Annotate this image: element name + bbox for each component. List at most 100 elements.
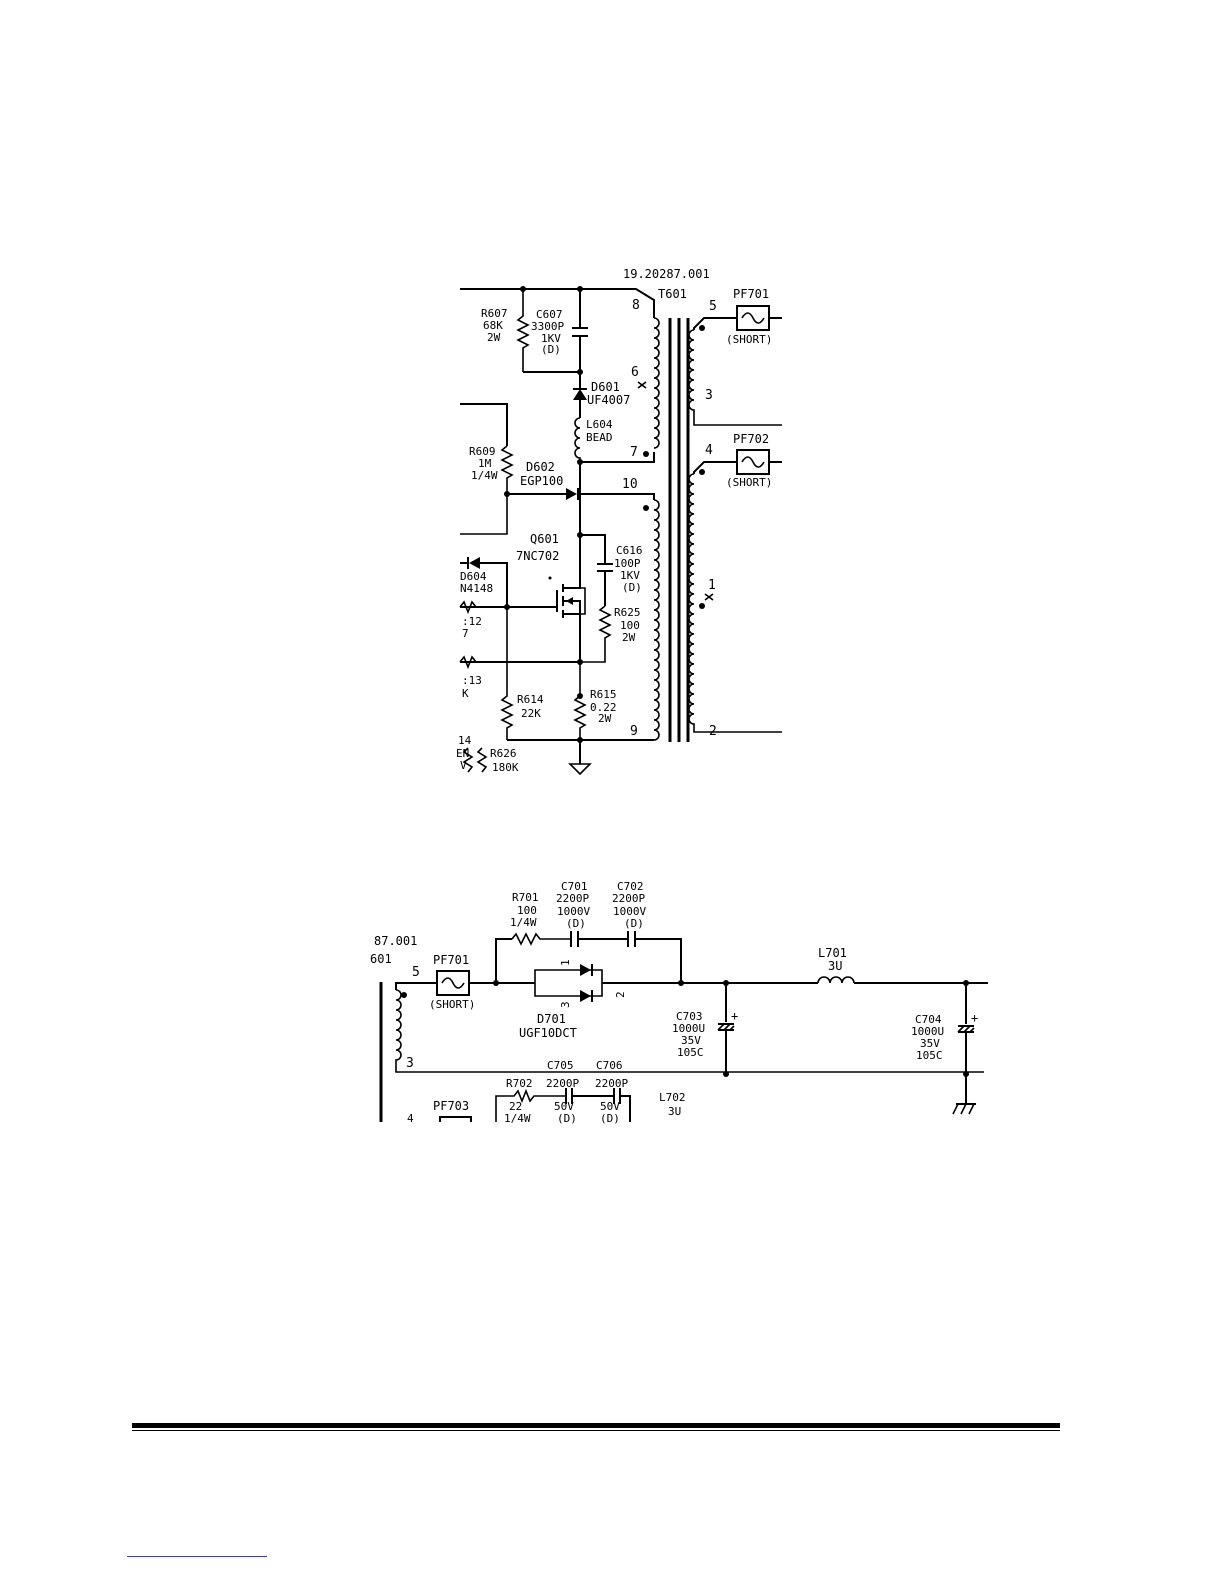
svg-text:1/4W: 1/4W xyxy=(471,469,498,482)
svg-text:4: 4 xyxy=(705,443,713,458)
svg-text:3U: 3U xyxy=(668,1105,681,1118)
d601-diode: D601 UF4007 xyxy=(573,372,630,418)
bottom-secondary-winding xyxy=(395,989,984,1073)
c703-capacitor: + C703 1000U 35V 105C xyxy=(672,983,738,1074)
svg-text:2W: 2W xyxy=(622,631,636,644)
footer-link-underline xyxy=(127,1556,267,1557)
r612-fragment xyxy=(459,600,477,615)
svg-text:(D): (D) xyxy=(541,343,561,356)
r626-resistor: 14 EN V R626 180K xyxy=(456,734,519,774)
svg-text:R607: R607 xyxy=(481,307,508,320)
svg-text:N4148: N4148 xyxy=(460,582,493,595)
auxiliary-winding xyxy=(653,499,660,741)
c616-capacitor: C616 100P 1KV (D) xyxy=(597,544,643,606)
svg-text:+: + xyxy=(971,1011,978,1025)
svg-text:C704: C704 xyxy=(915,1013,942,1026)
svg-text:3: 3 xyxy=(559,1001,572,1008)
svg-text:6: 6 xyxy=(631,365,639,380)
svg-text:UF4007: UF4007 xyxy=(587,393,630,407)
svg-text:3300P: 3300P xyxy=(531,320,564,333)
svg-text:100: 100 xyxy=(620,619,640,632)
svg-text:1000U: 1000U xyxy=(672,1022,705,1035)
svg-text:2: 2 xyxy=(709,724,717,739)
pin7-wire xyxy=(580,452,655,463)
secondary-winding-1 xyxy=(688,329,782,426)
svg-text:D701: D701 xyxy=(537,1012,566,1026)
ground-symbol xyxy=(568,740,592,776)
pin5-wire xyxy=(395,982,437,990)
svg-text::12: :12 xyxy=(462,615,482,628)
svg-text:35V: 35V xyxy=(920,1037,940,1050)
chassis-ground-symbol xyxy=(952,1074,976,1115)
svg-text:(SHORT): (SHORT) xyxy=(726,476,772,489)
svg-text:2: 2 xyxy=(614,991,627,998)
svg-text:22K: 22K xyxy=(521,707,541,720)
svg-text:K: K xyxy=(462,687,469,700)
primary-top-wire xyxy=(460,288,655,318)
svg-text:1KV: 1KV xyxy=(541,332,561,345)
svg-text:R625: R625 xyxy=(614,606,641,619)
svg-text:D604: D604 xyxy=(460,570,487,583)
svg-text:V: V xyxy=(460,759,467,772)
primary-winding xyxy=(653,317,660,449)
svg-text:PF701: PF701 xyxy=(433,953,469,967)
r609-resistor: R609 1M 1/4W xyxy=(460,445,514,535)
c706-capacitor: C706 2200P 50V (D) xyxy=(595,1059,631,1125)
svg-text:C705: C705 xyxy=(547,1059,574,1072)
svg-text:L701: L701 xyxy=(818,946,847,960)
svg-text:1: 1 xyxy=(708,578,716,593)
svg-text:(SHORT): (SHORT) xyxy=(429,998,475,1011)
snubber-top-wire xyxy=(580,534,606,564)
svg-text:50V: 50V xyxy=(554,1100,574,1113)
svg-text:7: 7 xyxy=(630,445,638,460)
svg-text:1/4W: 1/4W xyxy=(510,916,537,929)
svg-text:+: + xyxy=(731,1009,738,1023)
svg-text:3: 3 xyxy=(705,388,713,403)
svg-text:BEAD: BEAD xyxy=(586,431,613,444)
svg-text:50V: 50V xyxy=(600,1100,620,1113)
svg-text:1000V: 1000V xyxy=(613,905,646,918)
svg-text:2200P: 2200P xyxy=(595,1077,628,1090)
svg-text:7: 7 xyxy=(462,627,469,640)
svg-text:R614: R614 xyxy=(517,693,544,706)
r609-upper-wire xyxy=(460,403,508,446)
svg-text:10: 10 xyxy=(622,477,638,492)
svg-text:R701: R701 xyxy=(512,891,539,904)
svg-text:3U: 3U xyxy=(828,959,842,973)
svg-text:105C: 105C xyxy=(677,1046,704,1059)
r607-resistor: R607 68K 2W xyxy=(481,289,530,372)
c607-capacitor: C607 3300P 1KV (D) xyxy=(531,289,588,372)
svg-text:(D): (D) xyxy=(557,1112,577,1125)
r625-resistor: R625 100 2W xyxy=(580,605,641,663)
svg-text:1/4W: 1/4W xyxy=(504,1112,531,1125)
footer-rule-thin xyxy=(132,1430,1060,1431)
svg-text:R615: R615 xyxy=(590,688,617,701)
svg-text:14: 14 xyxy=(458,734,472,747)
svg-text:(D): (D) xyxy=(624,917,644,930)
svg-text:9: 9 xyxy=(630,724,638,739)
top-schematic: 19.20287.001 T601 R607 68K 2W C607 3300P… xyxy=(456,267,782,776)
svg-text:100: 100 xyxy=(517,904,537,917)
svg-text:2W: 2W xyxy=(598,712,612,725)
transformer-part-number: 19.20287.001 xyxy=(623,267,710,281)
pf703-label: PF703 xyxy=(433,1099,469,1113)
svg-text:68K: 68K xyxy=(483,319,503,332)
svg-text:C607: C607 xyxy=(536,308,563,321)
svg-text:(D): (D) xyxy=(600,1112,620,1125)
svg-text:C701: C701 xyxy=(561,880,588,893)
svg-text:(D): (D) xyxy=(622,581,642,594)
svg-text:R626: R626 xyxy=(490,747,517,760)
r702-resistor: R702 22 1/4W xyxy=(495,1077,566,1125)
svg-text:C702: C702 xyxy=(617,880,644,893)
svg-text:2200P: 2200P xyxy=(556,892,589,905)
svg-text:Q601: Q601 xyxy=(530,532,559,546)
d604-diode: D604 N4148 xyxy=(460,557,508,607)
l702-inductor-label: L702 3U xyxy=(659,1091,686,1118)
c705-capacitor: C705 2200P 50V (D) xyxy=(546,1059,614,1125)
svg-text:L604: L604 xyxy=(586,418,613,431)
svg-text:(SHORT): (SHORT) xyxy=(726,333,772,346)
svg-text:2W: 2W xyxy=(487,331,501,344)
d701-dual-diode: D701 UGF10DCT 1 2 3 xyxy=(519,959,681,1040)
transformer-fragment: 601 xyxy=(370,952,392,966)
